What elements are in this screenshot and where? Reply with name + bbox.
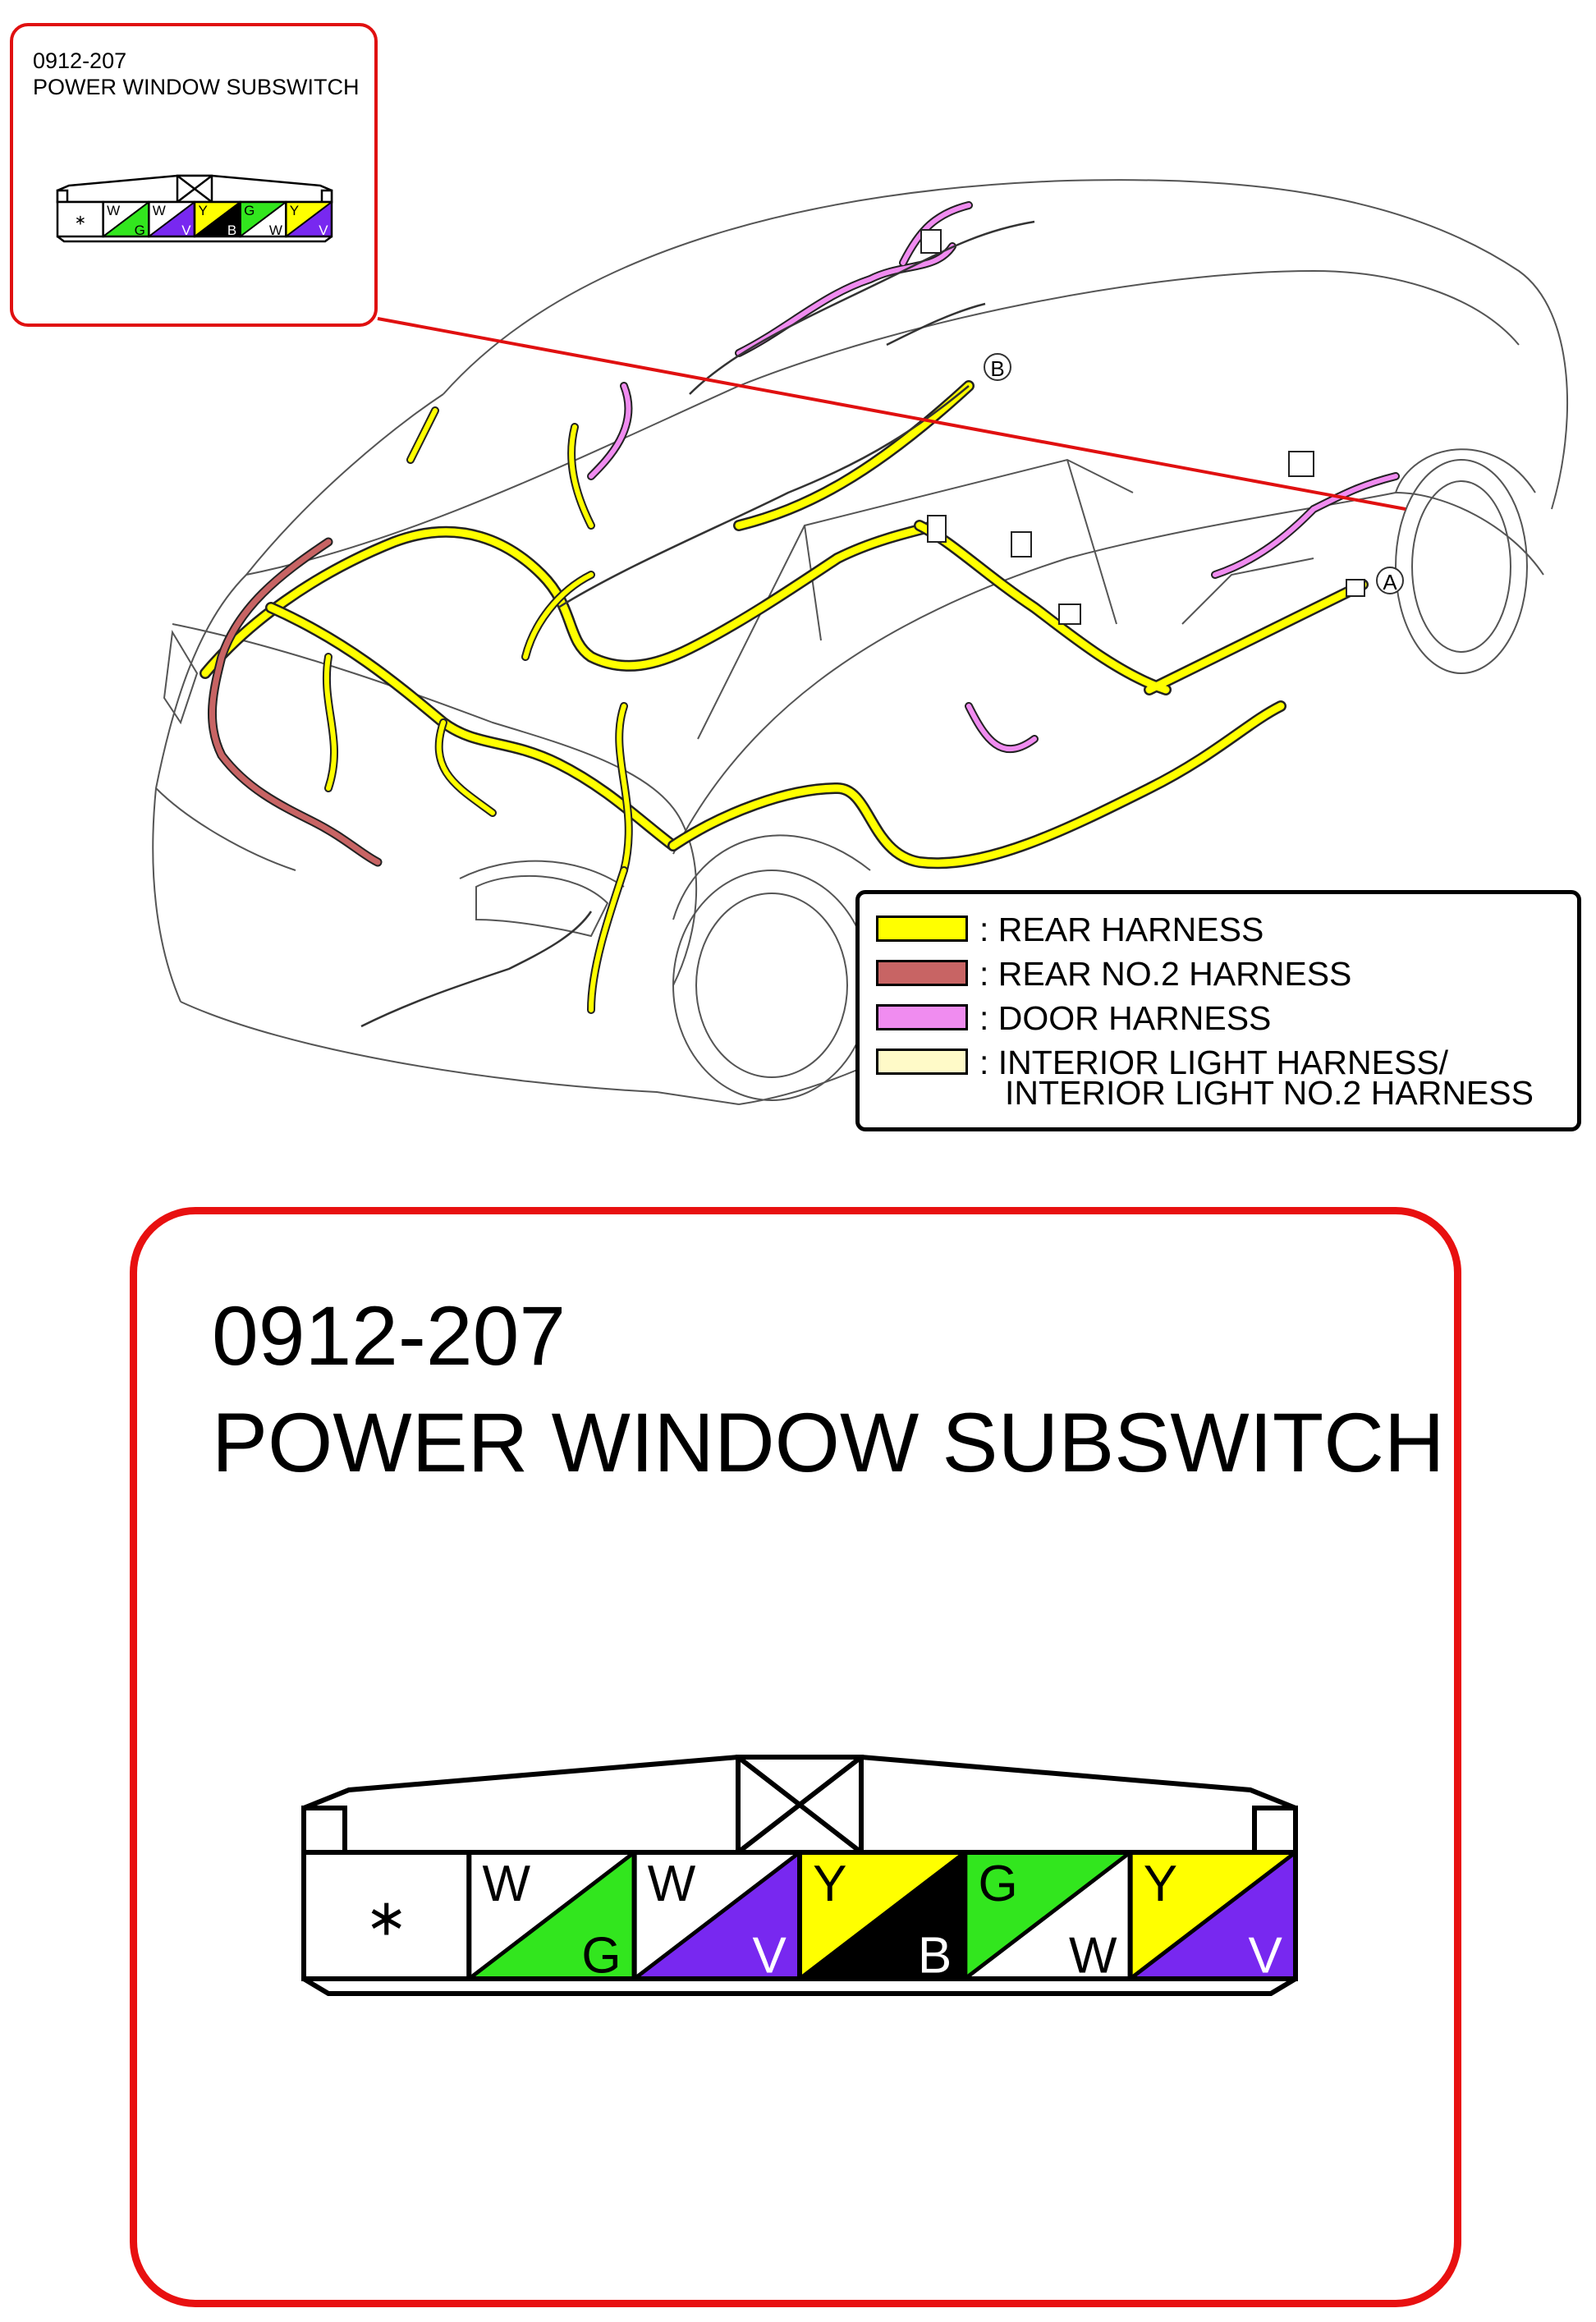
pin-label-top: W [107,203,120,218]
pin-label-bottom: V [181,223,191,238]
pin-label-top: Y [198,203,207,218]
pin-label-bottom: B [918,1928,952,1985]
pin-label-top: Y [290,203,299,218]
pin-label-bottom: W [269,223,282,238]
pin-divider [633,1851,801,1980]
pointer-line [377,317,1406,511]
legend-label-rear-no2-harness: : REAR NO.2 HARNESS [979,955,1352,993]
connector-tab-left [301,1806,347,1855]
pin-label-bottom: G [135,223,145,238]
pin-label-top: W [648,1856,696,1912]
pin-divider [148,201,195,237]
inset-name: POWER WINDOW SUBSWITCH [33,75,360,99]
pin-divider [798,1851,966,1980]
rear-no2-harness-lines [207,537,383,867]
legend-swatch-door-harness [876,1004,968,1030]
pin-cell [304,1852,470,1979]
legend-swatch-interior-light-harness [876,1049,968,1075]
pin-label-top: G [244,203,255,218]
pin-divider [467,1851,636,1980]
legend-swatch-rear-harness [876,915,968,942]
pin-cell [57,202,103,236]
latch-cross-2 [177,175,213,203]
pin-divider [240,201,287,237]
pin-label-bottom: V [753,1928,787,1985]
connector-blobs [920,229,1365,625]
connector-rail [302,1976,1297,1996]
legend-label-interior-light-no2: INTERIOR LIGHT NO.2 HARNESS [1005,1074,1534,1112]
pin-divider [963,1851,1132,1980]
harness-legend: : REAR HARNESS : REAR NO.2 HARNESS : DOO… [855,890,1581,1131]
pin-divider [103,201,149,237]
pin-divider [194,201,241,237]
pin-label-blank: ∗ [365,1890,408,1947]
legend-label-door-harness: : DOOR HARNESS [979,999,1272,1037]
inset-code: 0912-207 [33,48,127,73]
pin-label-top: W [153,203,166,218]
pin-label-blank: ∗ [75,212,86,227]
door-harness-lines [587,201,1400,754]
pin-border [285,200,333,238]
pin-label-top: Y [813,1856,846,1912]
pin-divider [285,201,332,237]
pin-label-bottom: V [319,223,328,238]
legend-label-rear-harness: : REAR HARNESS [979,911,1264,948]
connector-tab-right [1252,1806,1298,1855]
pin-label-top: Y [1144,1856,1177,1912]
pin-label-top: G [978,1856,1017,1912]
interior-light-harness-lines [360,220,1035,1028]
marker-b: B [984,353,1011,381]
pin-label-bottom: V [1249,1928,1283,1985]
pin-label-top: W [482,1856,530,1912]
latch-cross-2 [736,1755,863,1855]
pin-border [1127,1850,1298,1981]
detail-name: POWER WINDOW SUBSWITCH [212,1396,1445,1489]
legend-swatch-rear-no2-harness [876,960,968,986]
connector-rail [57,236,332,243]
pin-label-bottom: W [1069,1928,1117,1985]
rear-harness-lines [200,380,1369,1014]
pin-divider [1129,1851,1297,1980]
detail-code: 0912-207 [212,1289,566,1383]
pin-label-bottom: G [581,1928,621,1985]
pin-label-bottom: B [227,223,236,238]
marker-a: A [1376,567,1404,594]
legend-label-interior-light-harness: : INTERIOR LIGHT HARNESS/ [979,1044,1449,1081]
